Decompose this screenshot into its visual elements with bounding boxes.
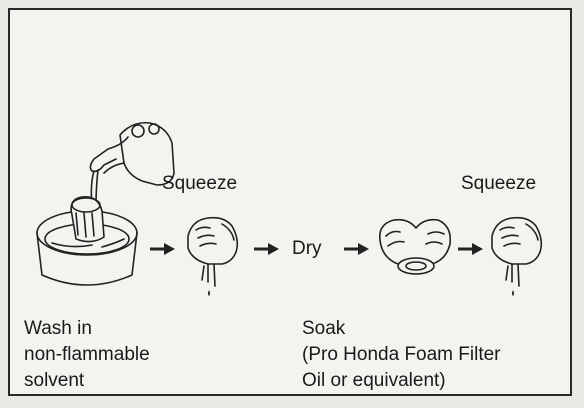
squeeze-hand-icon [482,206,552,301]
soak-label: Soak (Pro Honda Foam Filter Oil or equiv… [302,316,501,394]
arrow-right-icon [150,242,176,256]
wash-label: Wash in non-flammable solvent [24,316,150,394]
arrow-right-icon [458,242,484,256]
squeeze-hand-icon [178,206,248,301]
diagram-frame: Squeeze Dry Squeeze Wash in non-flammabl… [8,8,572,396]
soak-hands-icon [372,206,458,286]
squeeze-label-2: Squeeze [461,172,536,196]
wash-pan-icon [32,115,182,295]
arrow-right-icon [254,242,280,256]
arrow-right-icon [344,242,370,256]
squeeze-label-1: Squeeze [162,172,237,196]
dry-label: Dry [292,237,322,261]
